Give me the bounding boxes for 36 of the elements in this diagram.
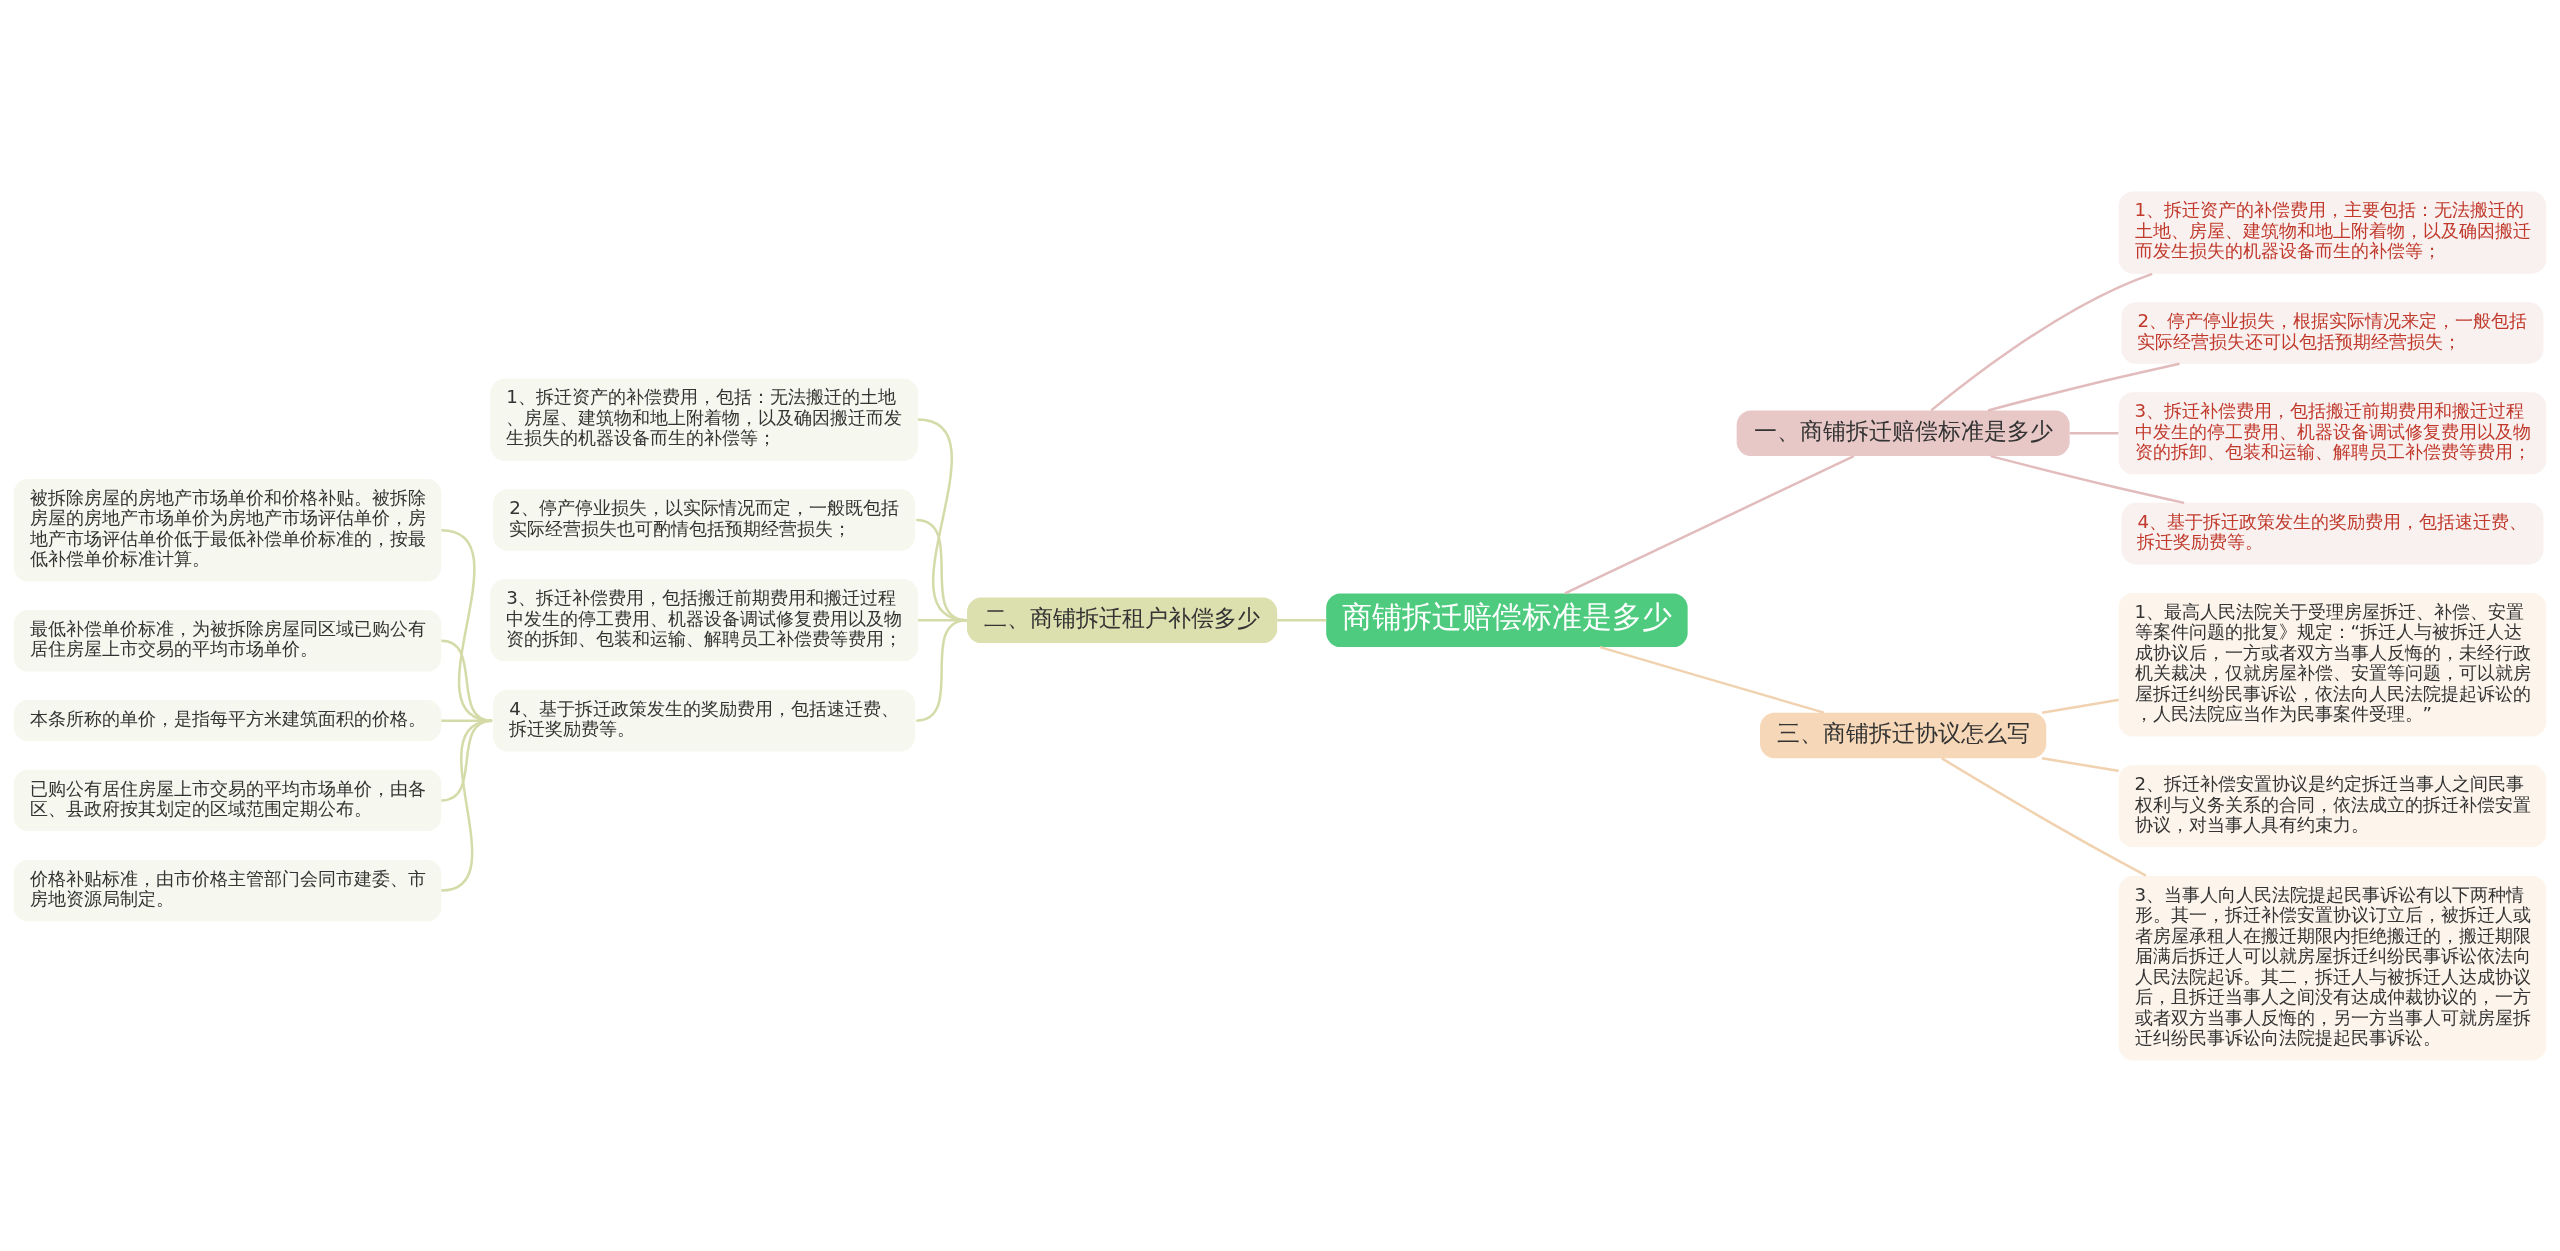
node-box: 2、拆迁补偿安置协议是约定拆迁当事人之间民事权利与义务关系的合同，依法成立的拆迁补偿安置协议，对当事人具有约束力。: [2118, 764, 2547, 847]
connector: [1277, 618, 1327, 622]
node-box: 1、拆迁资产的补偿费用，主要包括：无法搬迁的土地、房屋、建筑物和地上附着物，以及确因搬迁而发生损失的机器设备而生的补偿等；: [2118, 191, 2547, 274]
node-box: 1、拆迁资产的补偿费用，包括：无法搬迁的土地、房屋、建筑物和地上附着物，以及确因搬迁而发生损失的机器设备而生的补偿等；: [490, 378, 918, 461]
node-box: 3、拆迁补偿费用，包括搬迁前期费用和搬迁过程中发生的停工费用、机器设备调试修复费用以及物资的拆卸、包装和运输、解聘员工补偿费等费用；: [490, 578, 918, 661]
node-box: 被拆除房屋的房地产市场单价和价格补贴。被拆除房屋的房地产市场单价为房地产市场评估单价，房地产市场评估单价低于最低补偿单价标准的，按最低补偿单价标准计算。: [13, 478, 442, 582]
node-box: 2、停产停业损失，以实际情况而定，一般既包括实际经营损失也可酌情包括预期经营损失；: [493, 488, 916, 551]
connector: [2041, 698, 2119, 714]
node-box: 本条所称的单价，是指每平方米建筑面积的价格。: [13, 699, 442, 741]
node-box: 已购公有居住房屋上市交易的平均市场单价，由各区、县政府按其划定的区域范围定期公布。: [13, 769, 442, 831]
node-box: 最低补偿单价标准，为被拆除房屋同区域已购公有居住房屋上市交易的平均市场单价。: [13, 609, 442, 672]
node-box: 一、商铺拆迁赔偿标准是多少: [1736, 410, 2070, 456]
connector: [1990, 454, 2185, 504]
node-box: 3、拆迁补偿费用，包括搬迁前期费用和搬迁过程中发生的停工费用、机器设备调试修复费用以及物资的拆卸、包装和运输、解聘员工补偿费等费用；: [2118, 391, 2547, 474]
connector: [2041, 756, 2119, 772]
node-box: 4、基于拆迁政策发生的奖励费用，包括速迁费、拆迁奖励费等。: [493, 689, 916, 751]
connector: [1930, 272, 2153, 411]
node-box: 2、停产停业损失，根据实际情况来定，一般包括实际经营损失还可以包括预期经营损失；: [2121, 301, 2544, 364]
node-box: 4、基于拆迁政策发生的奖励费用，包括速迁费、拆迁奖励费等。: [2121, 502, 2544, 564]
connector: [1564, 454, 1855, 594]
connector: [1599, 645, 1825, 714]
node-box: 价格补贴标准，由市价格主管部门会同市建委、市房地资源局制定。: [13, 859, 442, 921]
node-box: 二、商铺拆迁租户补偿多少: [967, 597, 1278, 643]
node-box: 三、商铺拆迁协议怎么写: [1760, 712, 2047, 758]
connector: [441, 718, 493, 722]
node-box: 1、最高人民法院关于受理房屋拆迁、补偿、安置等案件问题的批复》规定：“拆迁人与被拆迁人达成协议后，一方或者双方当事人反悔的，未经行政机关裁决，仅就房屋补偿、安置等问题，可以就房屋拆迁纠纷民事诉讼，依法向人民法院提起诉讼的，人民法院应当作为民事案件受理。”: [2118, 592, 2547, 737]
connector: [1941, 756, 2147, 877]
connector: [916, 618, 968, 722]
node-box: 商铺拆迁赔偿标准是多少: [1326, 593, 1688, 647]
connector: [1987, 362, 2180, 412]
connector: [441, 528, 493, 722]
connector: [441, 718, 493, 892]
connector: [2069, 431, 2119, 435]
connector: [441, 718, 493, 802]
connector: [441, 639, 493, 722]
node-box: 3、当事人向人民法院提起民事诉讼有以下两种情形。其一，拆迁补偿安置协议订立后，被拆迁人或者房屋承租人在搬迁期限内拒绝搬迁的，搬迁期限届满后拆迁人可以就房屋拆迁纠纷民事诉讼依法向人民法院起诉。其二，拆迁人与被拆迁人达成协议后，且拆迁当事人之间没有达成仲裁协议的，一方或者双方当事人反悔的，另一方当事人可就房屋拆迁纠纷民事诉讼向法院提起民事诉讼。: [2118, 875, 2547, 1060]
